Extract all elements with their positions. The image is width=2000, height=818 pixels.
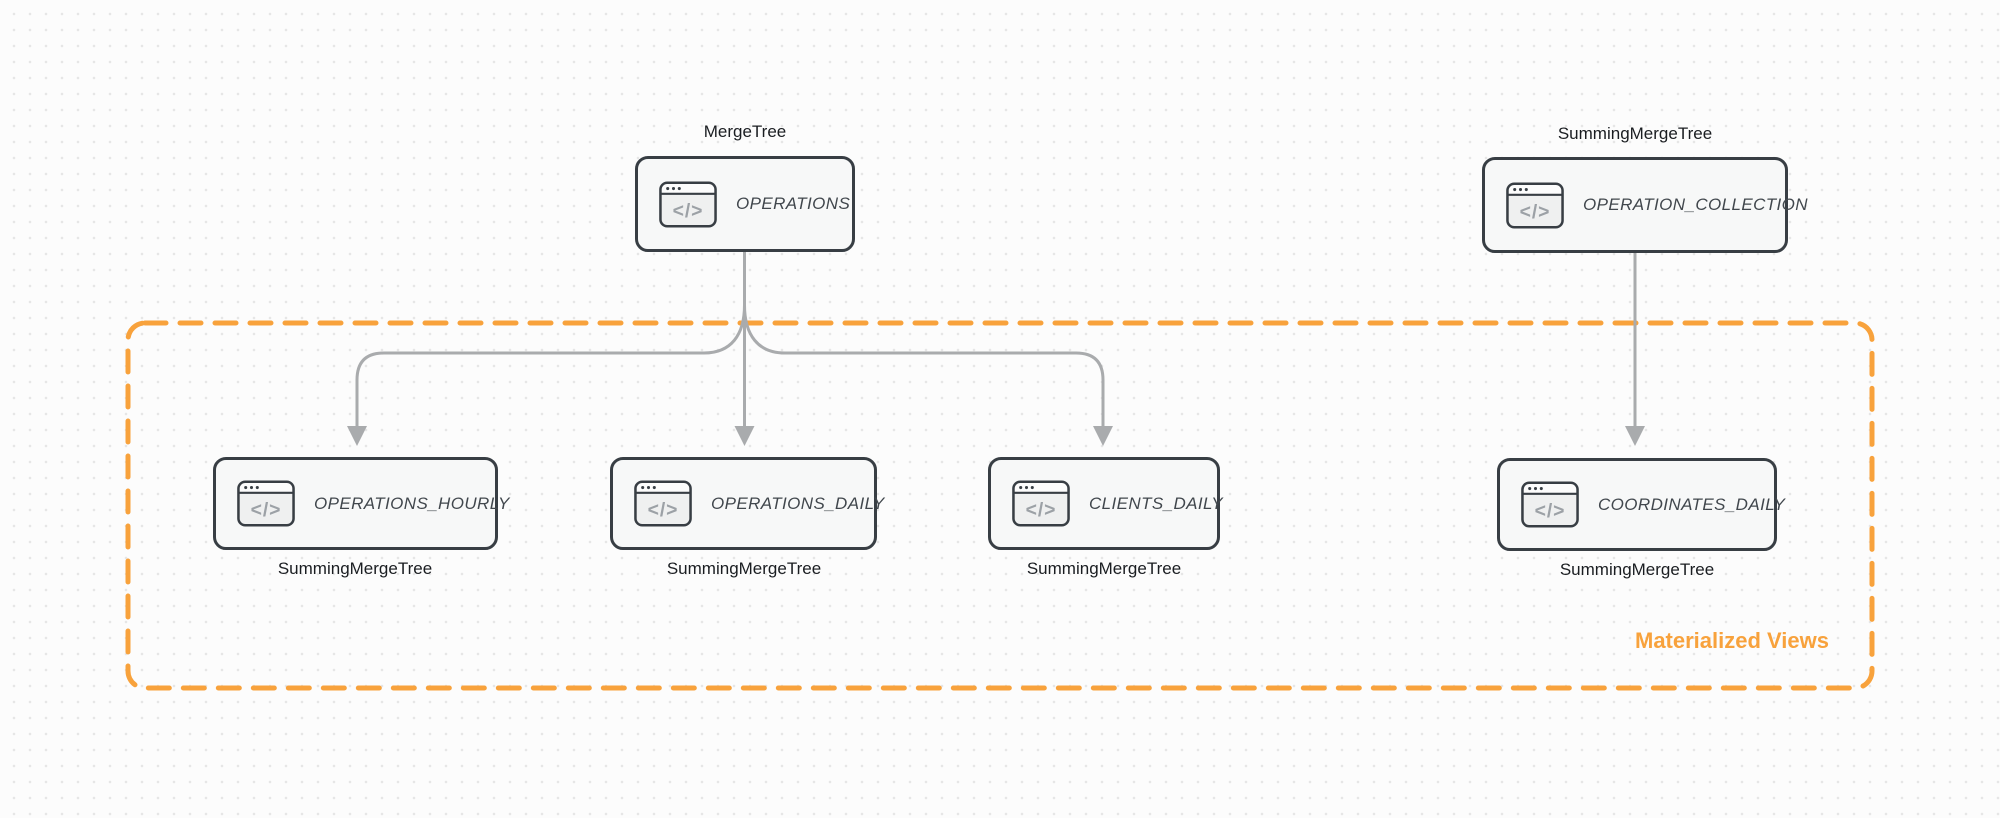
table-node-coordinates-daily: </> COORDINATES_DAILY [1497, 458, 1785, 551]
edge-operations-to-clients-daily [743, 304, 1113, 446]
engine-label-coordinates-daily: SummingMergeTree [1559, 560, 1715, 579]
table-name: OPERATIONS_DAILY [711, 493, 885, 513]
svg-text:</>: </> [1535, 501, 1566, 522]
table-node-operation-collection: </> OPERATION_COLLECTION [1482, 157, 1808, 253]
table-node-clients-daily: </> CLIENTS_DAILY [988, 457, 1224, 550]
table-name: OPERATIONS_HOURLY [314, 493, 510, 513]
edge-operation-collection-to-coordinates-daily [1625, 253, 1645, 446]
svg-text:</>: </> [251, 500, 282, 521]
table-name: CLIENTS_DAILY [1089, 493, 1224, 513]
code-window-icon: </> [659, 180, 717, 228]
code-window-icon: </> [1506, 181, 1564, 229]
svg-text:</>: </> [648, 500, 679, 521]
engine-label-operations-daily: SummingMergeTree [666, 559, 822, 578]
engine-label-clients-daily: SummingMergeTree [1026, 559, 1182, 578]
code-window-icon: </> [1012, 480, 1070, 527]
svg-text:</>: </> [673, 201, 704, 222]
table-node-operations: </> OPERATIONS [635, 156, 855, 252]
engine-label-mergetree: MergeTree [703, 122, 787, 141]
table-name: OPERATIONS [736, 194, 851, 213]
code-window-icon: </> [237, 480, 295, 527]
svg-text:</>: </> [1520, 202, 1551, 223]
group-label-materialized-views: Materialized Views [1634, 628, 1830, 653]
table-name: OPERATION_COLLECTION [1583, 195, 1808, 214]
engine-label-operations-hourly: SummingMergeTree [277, 559, 433, 578]
code-window-icon: </> [1521, 481, 1579, 528]
table-node-operations-hourly: </> OPERATIONS_HOURLY [213, 457, 509, 550]
code-window-icon: </> [634, 480, 692, 527]
svg-text:</>: </> [1026, 500, 1057, 521]
engine-label-summingmergetree-source: SummingMergeTree [1557, 124, 1713, 143]
edge-operations-to-operations-hourly [347, 304, 746, 446]
table-node-operations-daily: </> OPERATIONS_DAILY [610, 457, 884, 550]
materialized-views-boundary [125, 320, 1875, 691]
edge-operations-to-operations-daily [734, 252, 755, 446]
table-name: COORDINATES_DAILY [1598, 494, 1786, 514]
